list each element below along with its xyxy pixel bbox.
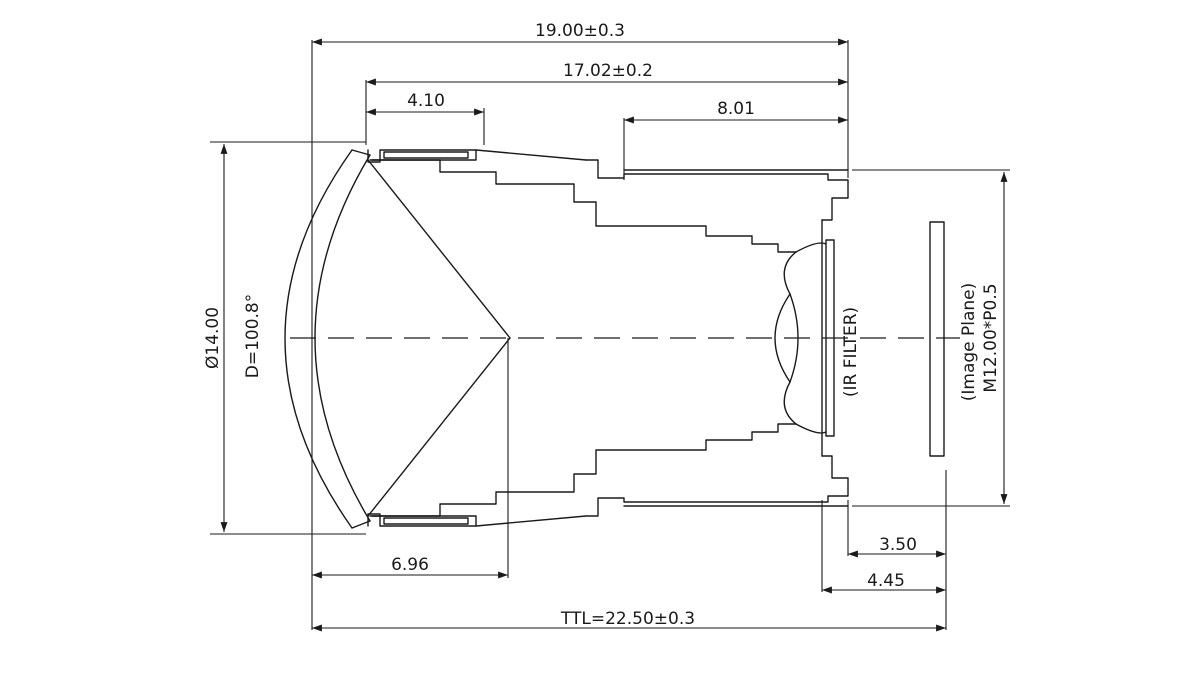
dimension-lines (220, 38, 1008, 632)
back-focal-2-label: 4.45 (867, 571, 905, 591)
thread-label: M12.00*P0.5 (981, 283, 1001, 392)
image-plane-label: (Image Plane) (959, 283, 979, 402)
front-ring-top (367, 149, 477, 163)
barrel-bottom-profile (371, 423, 797, 517)
image-plane-sensor (929, 221, 945, 457)
front-diameter-label: Ø14.00 (203, 307, 223, 369)
body-width-label: 17.02±0.2 (563, 61, 653, 81)
ir-filter-label: (IR FILTER) (841, 307, 861, 397)
barrel-top-profile (371, 159, 797, 253)
front-depth-label: 6.96 (391, 555, 429, 575)
total-track-label: TTL=22.50±0.3 (560, 609, 695, 629)
back-focal-1-label: 3.50 (879, 535, 917, 555)
fov-cone-bottom (367, 337, 511, 517)
overall-width-label: 19.00±0.3 (535, 21, 625, 41)
extension-lines (210, 40, 1010, 630)
rear-lens-element (783, 251, 799, 425)
front-ring-bottom (367, 513, 477, 527)
front-dome (284, 149, 353, 529)
field-of-view-label: D=100.8° (243, 294, 263, 379)
barrel-length-label: 8.01 (717, 99, 755, 119)
fov-cone-top (367, 159, 511, 339)
dimension-labels: 19.00±0.3 17.02±0.2 4.10 8.01 6.96 3.50 … (203, 21, 1001, 629)
ir-filter-plate (825, 239, 835, 437)
lens-body (284, 149, 849, 529)
front-ring-label: 4.10 (407, 91, 445, 111)
front-element-surface (314, 154, 371, 522)
